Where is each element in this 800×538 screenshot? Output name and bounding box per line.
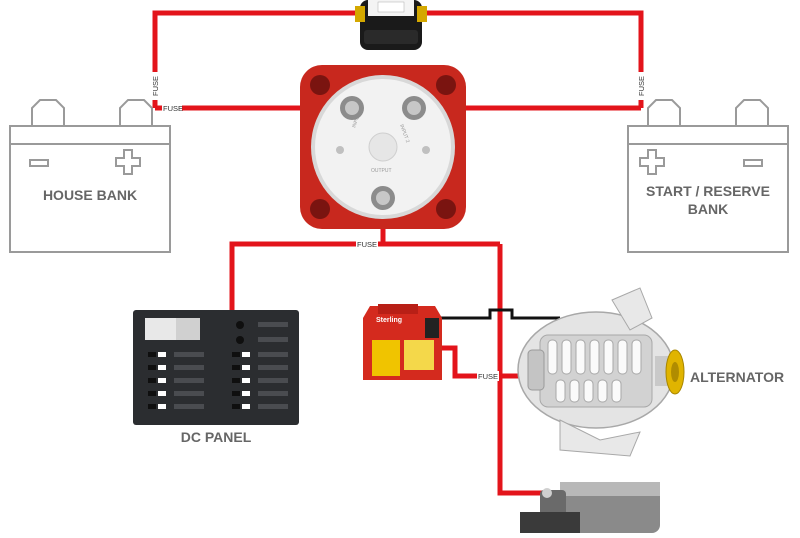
terminal-input2 bbox=[402, 96, 426, 120]
fuse-label: FUSE bbox=[357, 240, 377, 249]
fuse-alternator: FUSE bbox=[477, 371, 499, 381]
fuse-horizontal-left: FUSE bbox=[162, 103, 183, 113]
dc-panel bbox=[133, 310, 299, 425]
fuse-label: FUSE bbox=[478, 372, 498, 381]
alternator-label: ALTERNATOR bbox=[690, 369, 784, 385]
red-wires bbox=[152, 10, 644, 496]
terminal-input1 bbox=[340, 96, 364, 120]
dc-panel-label: DC PANEL bbox=[181, 429, 252, 445]
fuse-label: FUSE bbox=[151, 76, 160, 96]
minus-icon bbox=[29, 159, 49, 167]
fuse-label: FUSE bbox=[163, 104, 183, 113]
wire-output-to-dc-panel bbox=[229, 241, 500, 318]
battery-charger: Sterling bbox=[363, 304, 442, 380]
fuse-vertical-right: FUSE bbox=[635, 72, 647, 100]
start-bank-battery: START / RESERVE BANK bbox=[627, 99, 789, 253]
output-label: OUTPUT bbox=[371, 168, 392, 174]
start-bank-label-line1: START / RESERVE bbox=[646, 183, 770, 199]
panel-breakers bbox=[148, 352, 240, 409]
fuse-label: FUSE bbox=[637, 76, 646, 96]
charger-brand: Sterling bbox=[376, 317, 402, 324]
starter-motor bbox=[520, 482, 660, 533]
panel-toggles bbox=[158, 352, 250, 409]
start-bank-label-line2: BANK bbox=[688, 201, 728, 217]
house-bank-label: HOUSE BANK bbox=[43, 187, 137, 203]
panel-labels bbox=[174, 322, 288, 409]
fuse-output: FUSE bbox=[356, 239, 378, 249]
wire-output-to-starter bbox=[497, 244, 545, 496]
fuse-vertical-left: FUSE bbox=[149, 72, 161, 100]
relay-device bbox=[355, 0, 427, 50]
plus-icon bbox=[639, 149, 665, 175]
house-bank-battery: HOUSE BANK bbox=[9, 99, 171, 253]
minus-icon bbox=[743, 159, 763, 167]
alternator bbox=[517, 287, 685, 457]
wire-black-charger-alternator bbox=[432, 308, 560, 320]
plus-icon bbox=[115, 149, 141, 175]
battery-switch[interactable]: INPUT 1 INPUT 2 OUTPUT bbox=[300, 65, 466, 229]
terminal-output bbox=[371, 186, 395, 210]
